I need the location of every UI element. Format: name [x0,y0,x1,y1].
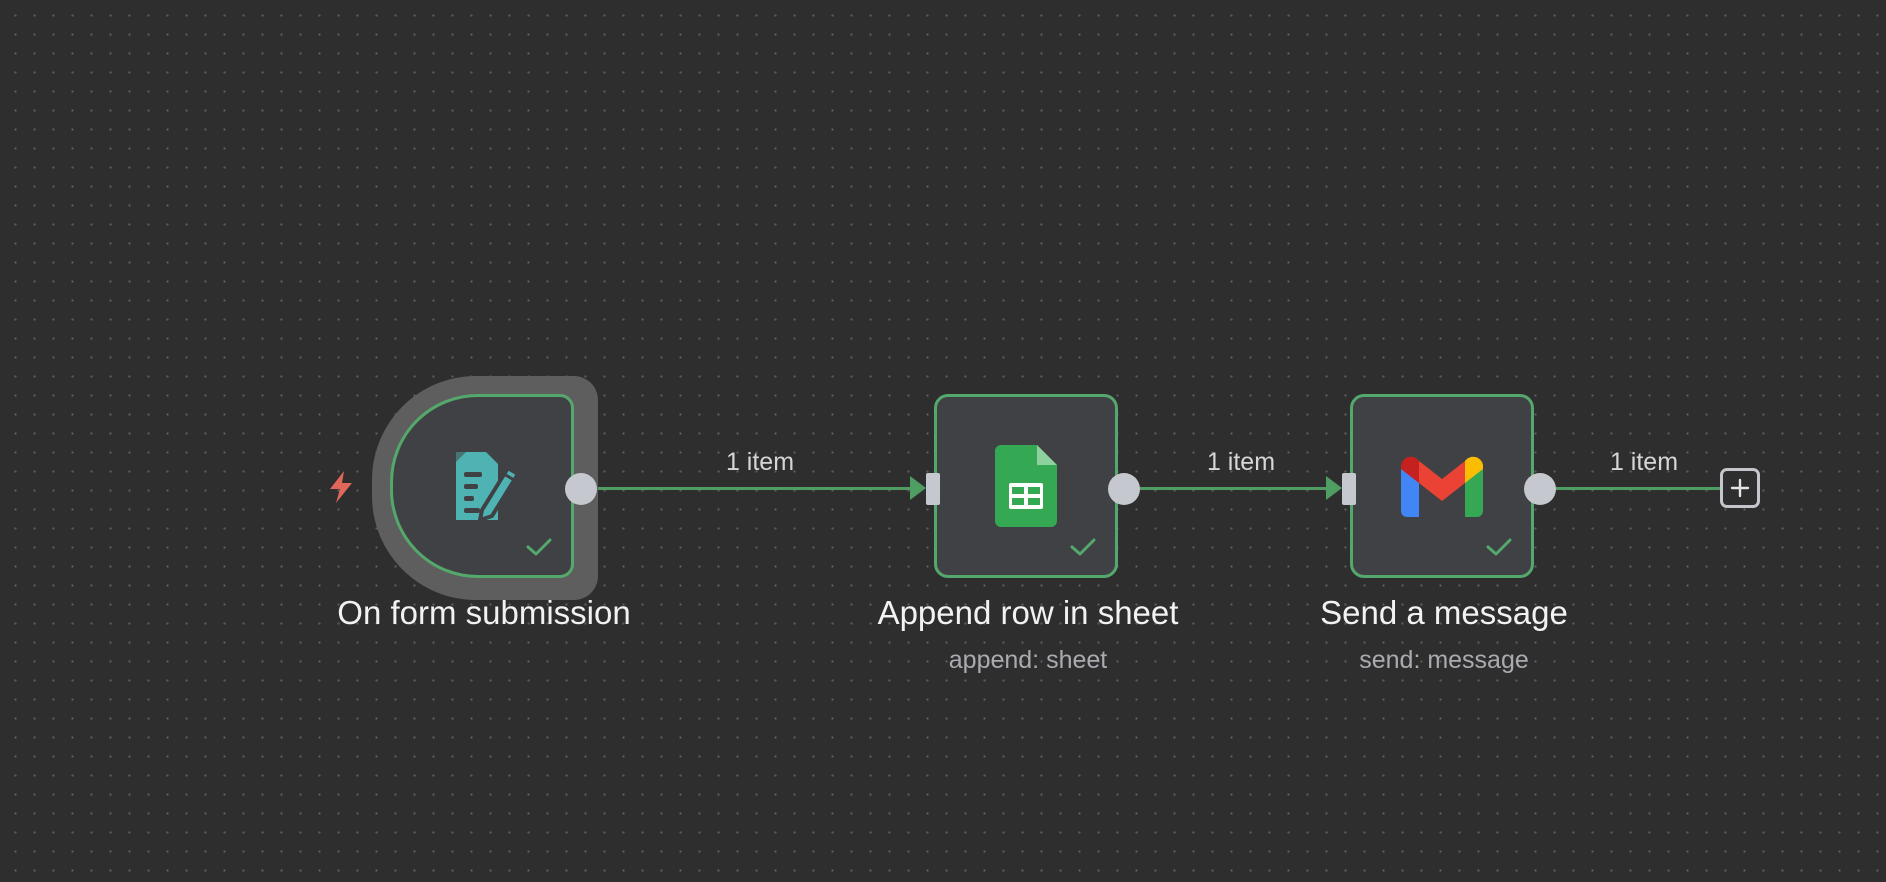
form-icon [456,452,520,522]
node-subtitle: send: message [1359,646,1529,674]
output-handle[interactable] [1524,473,1556,505]
connection-arrow-icon [1326,476,1342,500]
input-handle[interactable] [926,473,940,505]
connection-gmail-to-add[interactable] [1556,487,1722,490]
plus-icon [1730,478,1750,498]
node-append-row-in-sheet[interactable] [934,394,1118,578]
connection-sheets-to-gmail[interactable] [1140,487,1336,490]
output-handle[interactable] [1108,473,1140,505]
node-title: Send a message [1320,594,1568,631]
success-check-icon [526,538,552,556]
success-check-icon [1486,538,1512,556]
node-send-a-message[interactable] [1350,394,1534,578]
output-handle[interactable] [565,473,597,505]
node-title: Append row in sheet [877,594,1179,631]
input-handle[interactable] [1342,473,1356,505]
gmail-icon [1401,456,1483,517]
connection-label: 1 item [1206,448,1276,476]
connection-label: 1 item [725,448,795,476]
connection-label: 1 item [1609,448,1679,476]
success-check-icon [1070,538,1096,556]
add-node-button[interactable] [1720,468,1760,508]
node-title: On form submission [337,594,631,631]
connection-arrow-icon [910,476,926,500]
trigger-bolt-icon [330,471,352,503]
node-subtitle: append: sheet [948,646,1108,674]
google-sheets-icon [995,445,1057,527]
node-on-form-submission[interactable] [390,394,574,578]
connection-form-to-sheets[interactable] [596,487,918,490]
